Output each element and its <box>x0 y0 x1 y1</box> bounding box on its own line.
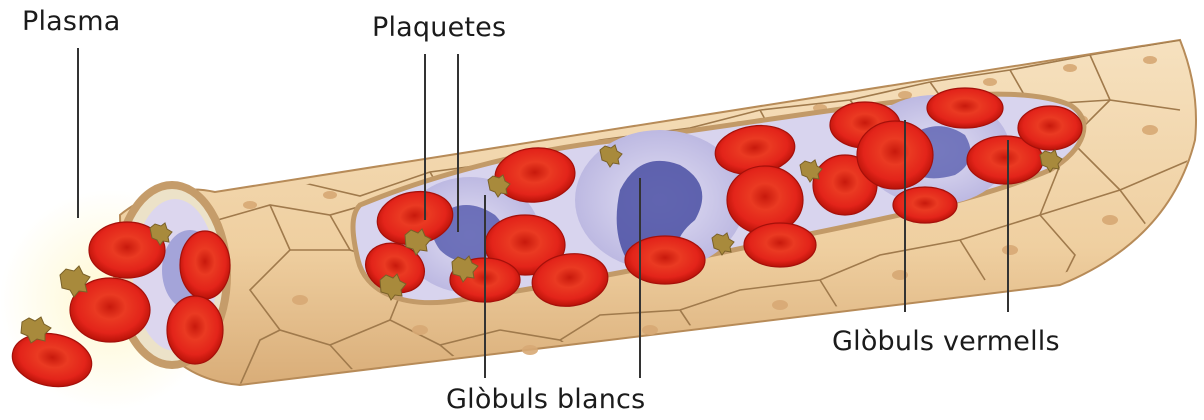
label-globuls-blancs: Glòbuls blancs <box>446 384 645 415</box>
label-globuls-vermells: Glòbuls vermells <box>832 326 1060 357</box>
label-plasma: Plasma <box>22 6 120 37</box>
label-plaquetes: Plaquetes <box>372 12 506 43</box>
